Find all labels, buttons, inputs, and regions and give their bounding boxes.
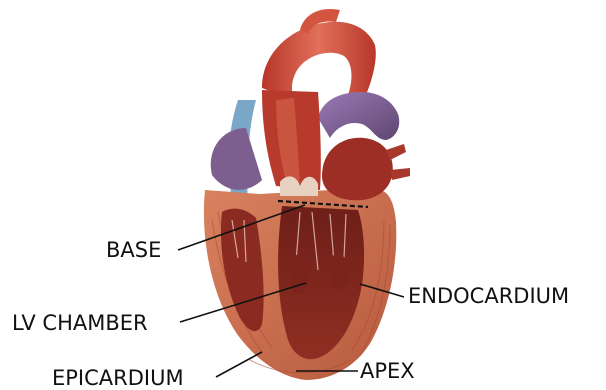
right-atrium xyxy=(211,128,262,190)
label-apex: APEX xyxy=(360,359,415,383)
label-endocardium: ENDOCARDIUM xyxy=(408,284,569,308)
label-epicardium: EPICARDIUM xyxy=(52,366,184,390)
aortic-arch xyxy=(262,22,376,100)
label-lv-chamber: LV CHAMBER xyxy=(12,311,148,335)
pulmonary-artery xyxy=(318,92,399,140)
epicardium-leader-line xyxy=(216,352,262,377)
left-atrium xyxy=(322,138,393,200)
label-base: BASE xyxy=(106,238,161,262)
